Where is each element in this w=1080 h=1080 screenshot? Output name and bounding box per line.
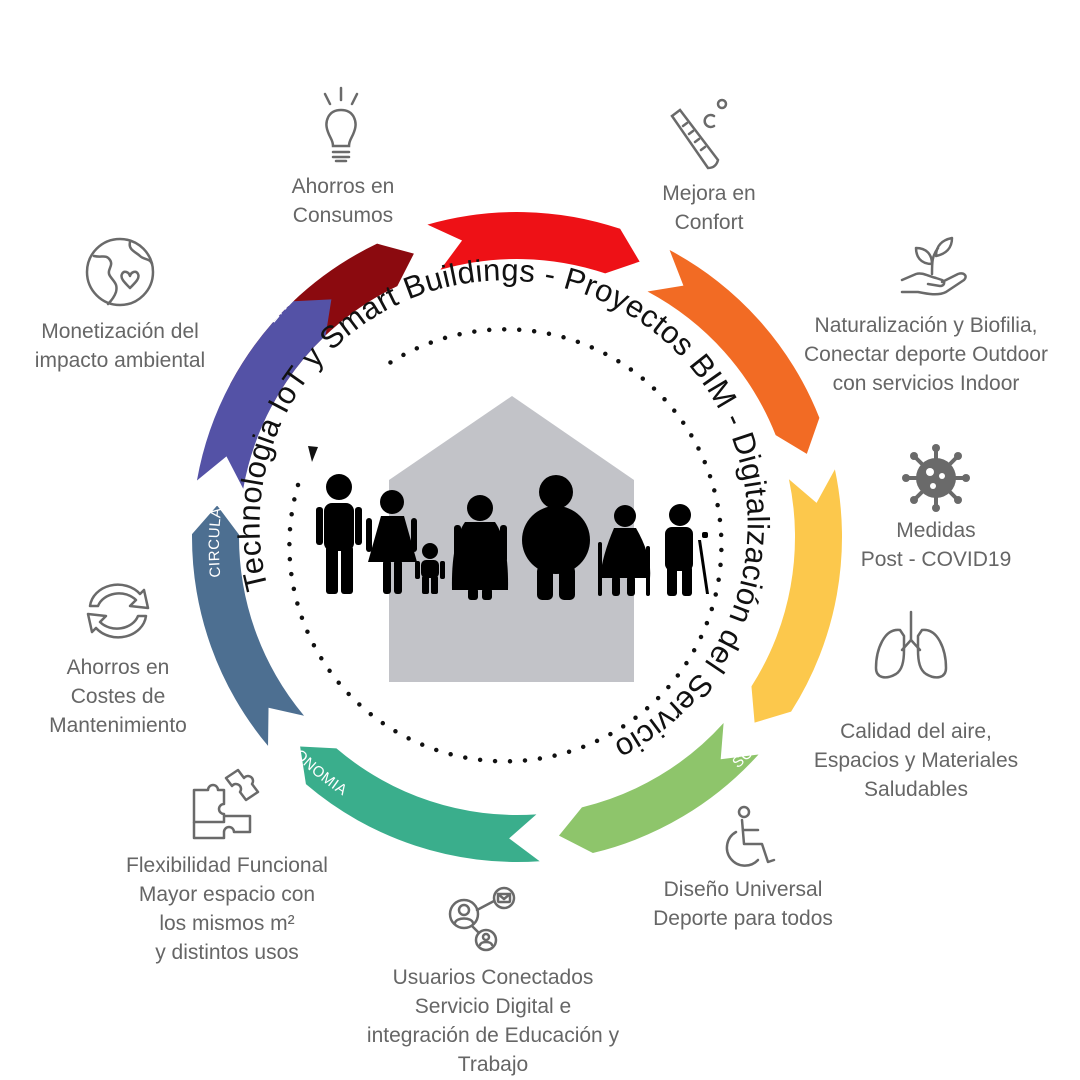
ring-label-circular: CIRCULAR [206, 495, 227, 579]
ring-segment-yellow [751, 469, 843, 723]
thermometer-icon [666, 98, 732, 172]
plant-hand-icon [898, 234, 970, 298]
recycle-icon [78, 578, 158, 644]
network-users-icon [446, 886, 520, 952]
globe-heart-icon [84, 236, 156, 308]
family-silhouettes [316, 474, 709, 600]
label-naturalizacion: Naturalización y Biofilia,Conectar depor… [804, 314, 1048, 395]
person-heavy-woman [451, 495, 509, 600]
person-heavy-man [522, 475, 590, 600]
house-shape [389, 396, 634, 682]
ring-segment-social [558, 723, 759, 854]
ring-segment-salud [647, 250, 820, 454]
wheelchair-icon [718, 805, 778, 870]
person-man [316, 474, 362, 594]
dotted-arc-arrowhead [308, 446, 318, 462]
lungs-icon [872, 610, 950, 682]
ring-segment-economia [191, 505, 305, 746]
dotted-arc [287, 327, 724, 764]
puzzle-icon [190, 766, 264, 842]
ring-segment-circular [196, 299, 332, 489]
ring-label-social: SOCIAL [729, 719, 781, 772]
ring-segment-teal [300, 746, 540, 863]
lightbulb-icon [318, 86, 364, 166]
person-elderly-woman [598, 505, 651, 596]
person-woman [366, 490, 417, 594]
ring-segment-red [427, 211, 640, 274]
person-elderly-man [665, 504, 709, 596]
virus-icon [902, 444, 970, 512]
ring [191, 211, 843, 863]
person-child [415, 543, 445, 594]
